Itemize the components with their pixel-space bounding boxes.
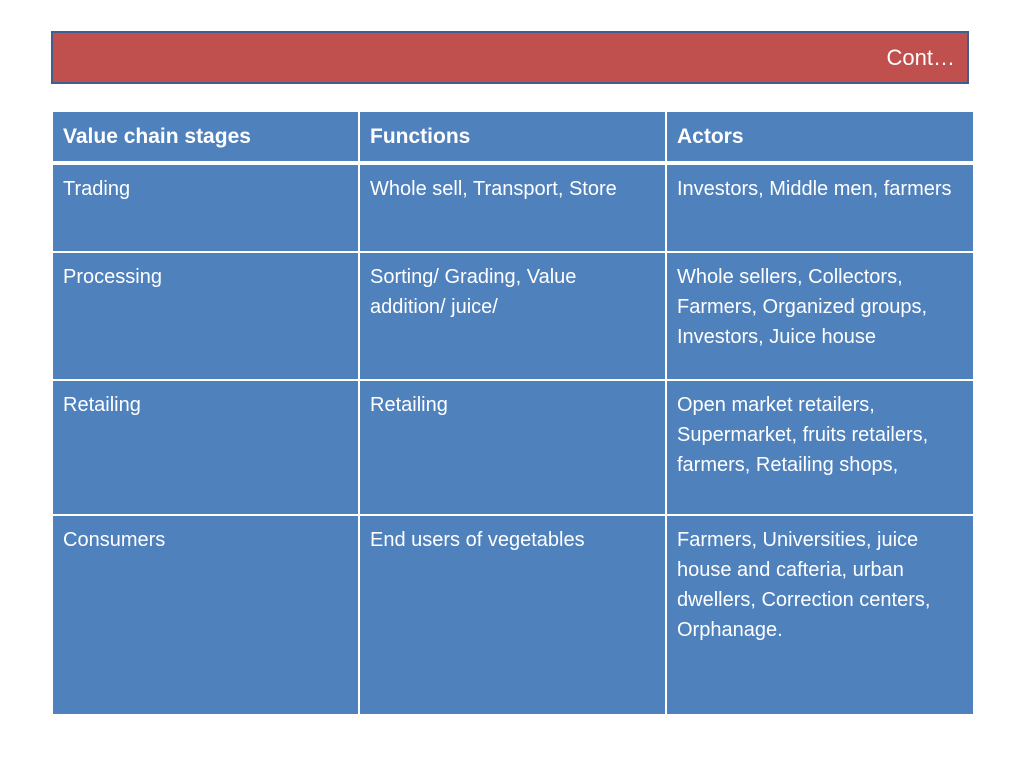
slide-title-bar: Cont… — [51, 31, 969, 84]
functions-cell: Retailing — [358, 379, 667, 516]
actors-cell: Whole sellers, Collectors, Farmers, Orga… — [665, 251, 975, 382]
header-value-chain-stages: Value chain stages — [51, 110, 360, 165]
table-row: Trading Whole sell, Transport, Store Inv… — [51, 161, 975, 254]
actors-cell: Open market retailers, Supermarket, frui… — [665, 379, 975, 516]
header-functions: Functions — [358, 110, 667, 165]
header-actors: Actors — [665, 110, 975, 165]
stage-cell: Consumers — [51, 513, 360, 717]
stage-cell: Trading — [51, 161, 360, 254]
table-row: Consumers End users of vegetables Farmer… — [51, 513, 975, 717]
stage-cell: Processing — [51, 251, 360, 382]
functions-cell: Whole sell, Transport, Store — [358, 161, 667, 254]
stage-cell: Retailing — [51, 379, 360, 516]
functions-cell: End users of vegetables — [358, 513, 667, 717]
table-row: Retailing Retailing Open market retailer… — [51, 379, 975, 516]
actors-cell: Farmers, Universities, juice house and c… — [665, 513, 975, 717]
slide-title: Cont… — [886, 44, 955, 70]
table-row: Processing Sorting/ Grading, Value addit… — [51, 251, 975, 382]
actors-cell: Investors, Middle men, farmers — [665, 161, 975, 254]
functions-cell: Sorting/ Grading, Value addition/ juice/ — [358, 251, 667, 382]
table-header-row: Value chain stages Functions Actors — [51, 110, 975, 165]
value-chain-table: Value chain stages Functions Actors Trad… — [51, 110, 975, 717]
